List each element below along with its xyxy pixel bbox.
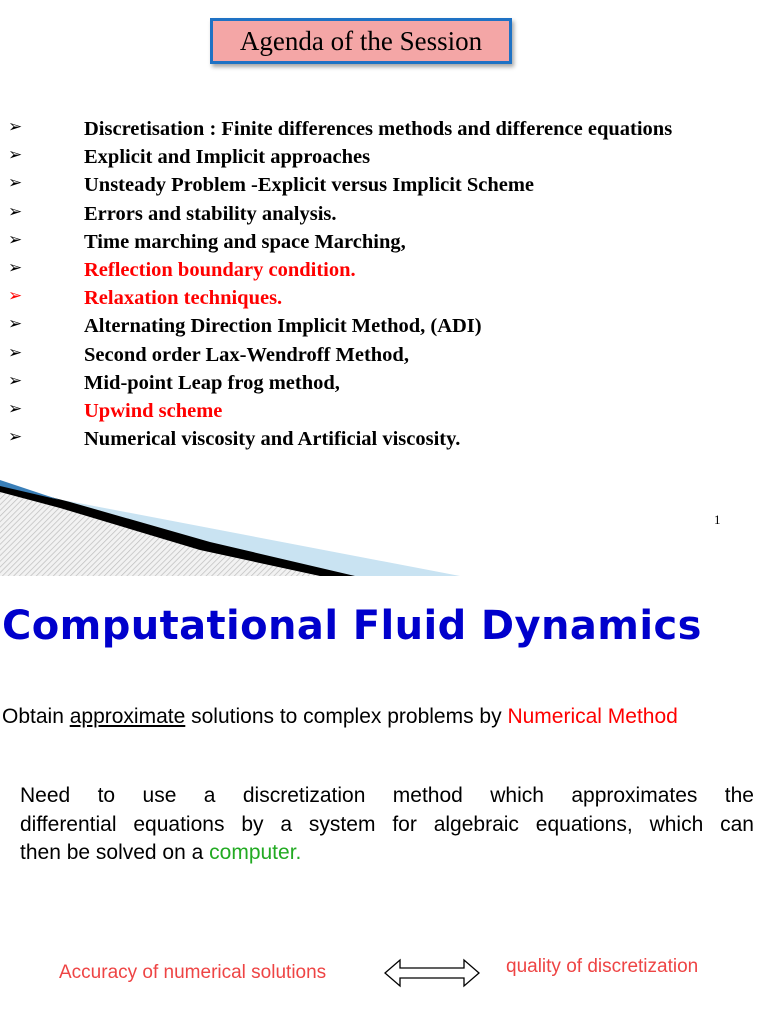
slide-agenda: Agenda of the Session ➢ Discretisation :… xyxy=(0,18,768,576)
arrow-bullet-icon: ➢ xyxy=(8,257,23,278)
double-headed-arrow-icon xyxy=(384,958,480,988)
agenda-title: Agenda of the Session xyxy=(210,18,512,64)
agenda-item: ➢ Relaxation techniques. xyxy=(0,283,768,311)
arrow-bullet-icon: ➢ xyxy=(8,173,23,194)
arrow-bullet-icon: ➢ xyxy=(8,117,23,137)
obtain-sentence: Obtain approximate solutions to complex … xyxy=(2,702,678,732)
agenda-item: ➢ Time marching and space Marching, xyxy=(0,227,768,255)
agenda-item-text: Errors and stability analysis. xyxy=(84,202,337,225)
arrow-bullet-icon: ➢ xyxy=(8,427,23,448)
agenda-item: ➢ Alternating Direction Implicit Method,… xyxy=(0,311,768,339)
agenda-item-text: Upwind scheme xyxy=(84,399,223,422)
agenda-item: ➢ Reflection boundary condition. xyxy=(0,255,768,283)
agenda-item: ➢ Second order Lax-Wendroff Method, xyxy=(0,340,768,368)
agenda-item-text: Second order Lax-Wendroff Method, xyxy=(84,343,409,366)
approximate-underlined: approximate xyxy=(69,705,186,728)
accuracy-caption: Accuracy of numerical solutions xyxy=(59,962,327,983)
arrow-bullet-icon: ➢ xyxy=(8,342,23,363)
paragraph-line: then be solved on a computer. xyxy=(20,839,754,868)
obtain-text-before: Obtain xyxy=(2,705,70,728)
agenda-item-text: Unsteady Problem -Explicit versus Implic… xyxy=(84,174,535,197)
arrow-bullet-icon: ➢ xyxy=(8,370,23,391)
agenda-list: ➢ Discretisation : Finite differences me… xyxy=(0,114,768,452)
agenda-item: ➢ Errors and stability analysis. xyxy=(0,199,768,227)
arrow-bullet-icon: ➢ xyxy=(8,398,23,419)
agenda-item: ➢ Explicit and Implicit approaches xyxy=(0,142,768,170)
quality-caption: quality of discretization xyxy=(506,956,699,977)
agenda-item-text: Mid-point Leap frog method, xyxy=(84,371,340,394)
agenda-item: ➢ Discretisation : Finite differences me… xyxy=(0,114,768,142)
agenda-item: ➢ Upwind scheme xyxy=(0,396,768,424)
arrow-bullet-icon: ➢ xyxy=(8,229,23,250)
obtain-text-middle: solutions to complex problems by xyxy=(185,705,508,728)
arrow-bullet-icon: ➢ xyxy=(8,201,23,222)
arrow-bullet-icon: ➢ xyxy=(8,314,23,335)
agenda-item-text: Relaxation techniques. xyxy=(84,287,283,310)
paragraph-line: differential equations by a system for a… xyxy=(20,812,754,836)
decorative-swoosh-graphic xyxy=(0,480,460,576)
slide-title: Computational Fluid Dynamics xyxy=(2,603,702,649)
page-number: 1 xyxy=(714,512,721,527)
agenda-item-text: Time marching and space Marching, xyxy=(84,230,406,253)
paragraph-line: Need to use a discretization method whic… xyxy=(20,784,754,807)
agenda-item: ➢ Mid-point Leap frog method, xyxy=(0,368,768,396)
agenda-item: ➢ Numerical viscosity and Artificial vis… xyxy=(0,424,768,452)
discretization-paragraph: Need to use a discretization method whic… xyxy=(20,782,754,868)
paragraph-line-text: then be solved on a xyxy=(20,841,210,864)
arrow-bullet-icon: ➢ xyxy=(8,145,23,166)
agenda-item-text: Reflection boundary condition. xyxy=(84,258,356,281)
agenda-item-text: Explicit and Implicit approaches xyxy=(84,146,371,169)
agenda-item-text: Alternating Direction Implicit Method, (… xyxy=(84,315,482,338)
agenda-item-text: Numerical viscosity and Artificial visco… xyxy=(84,428,461,451)
slide-cfd: Computational Fluid Dynamics Obtain appr… xyxy=(0,576,768,1024)
computer-highlight: computer. xyxy=(209,841,302,864)
agenda-item-text: Discretisation : Finite differences meth… xyxy=(84,118,673,140)
numerical-method-highlight: Numerical Method xyxy=(507,705,678,728)
agenda-item: ➢ Unsteady Problem -Explicit versus Impl… xyxy=(0,170,768,198)
arrow-bullet-icon: ➢ xyxy=(8,286,23,307)
